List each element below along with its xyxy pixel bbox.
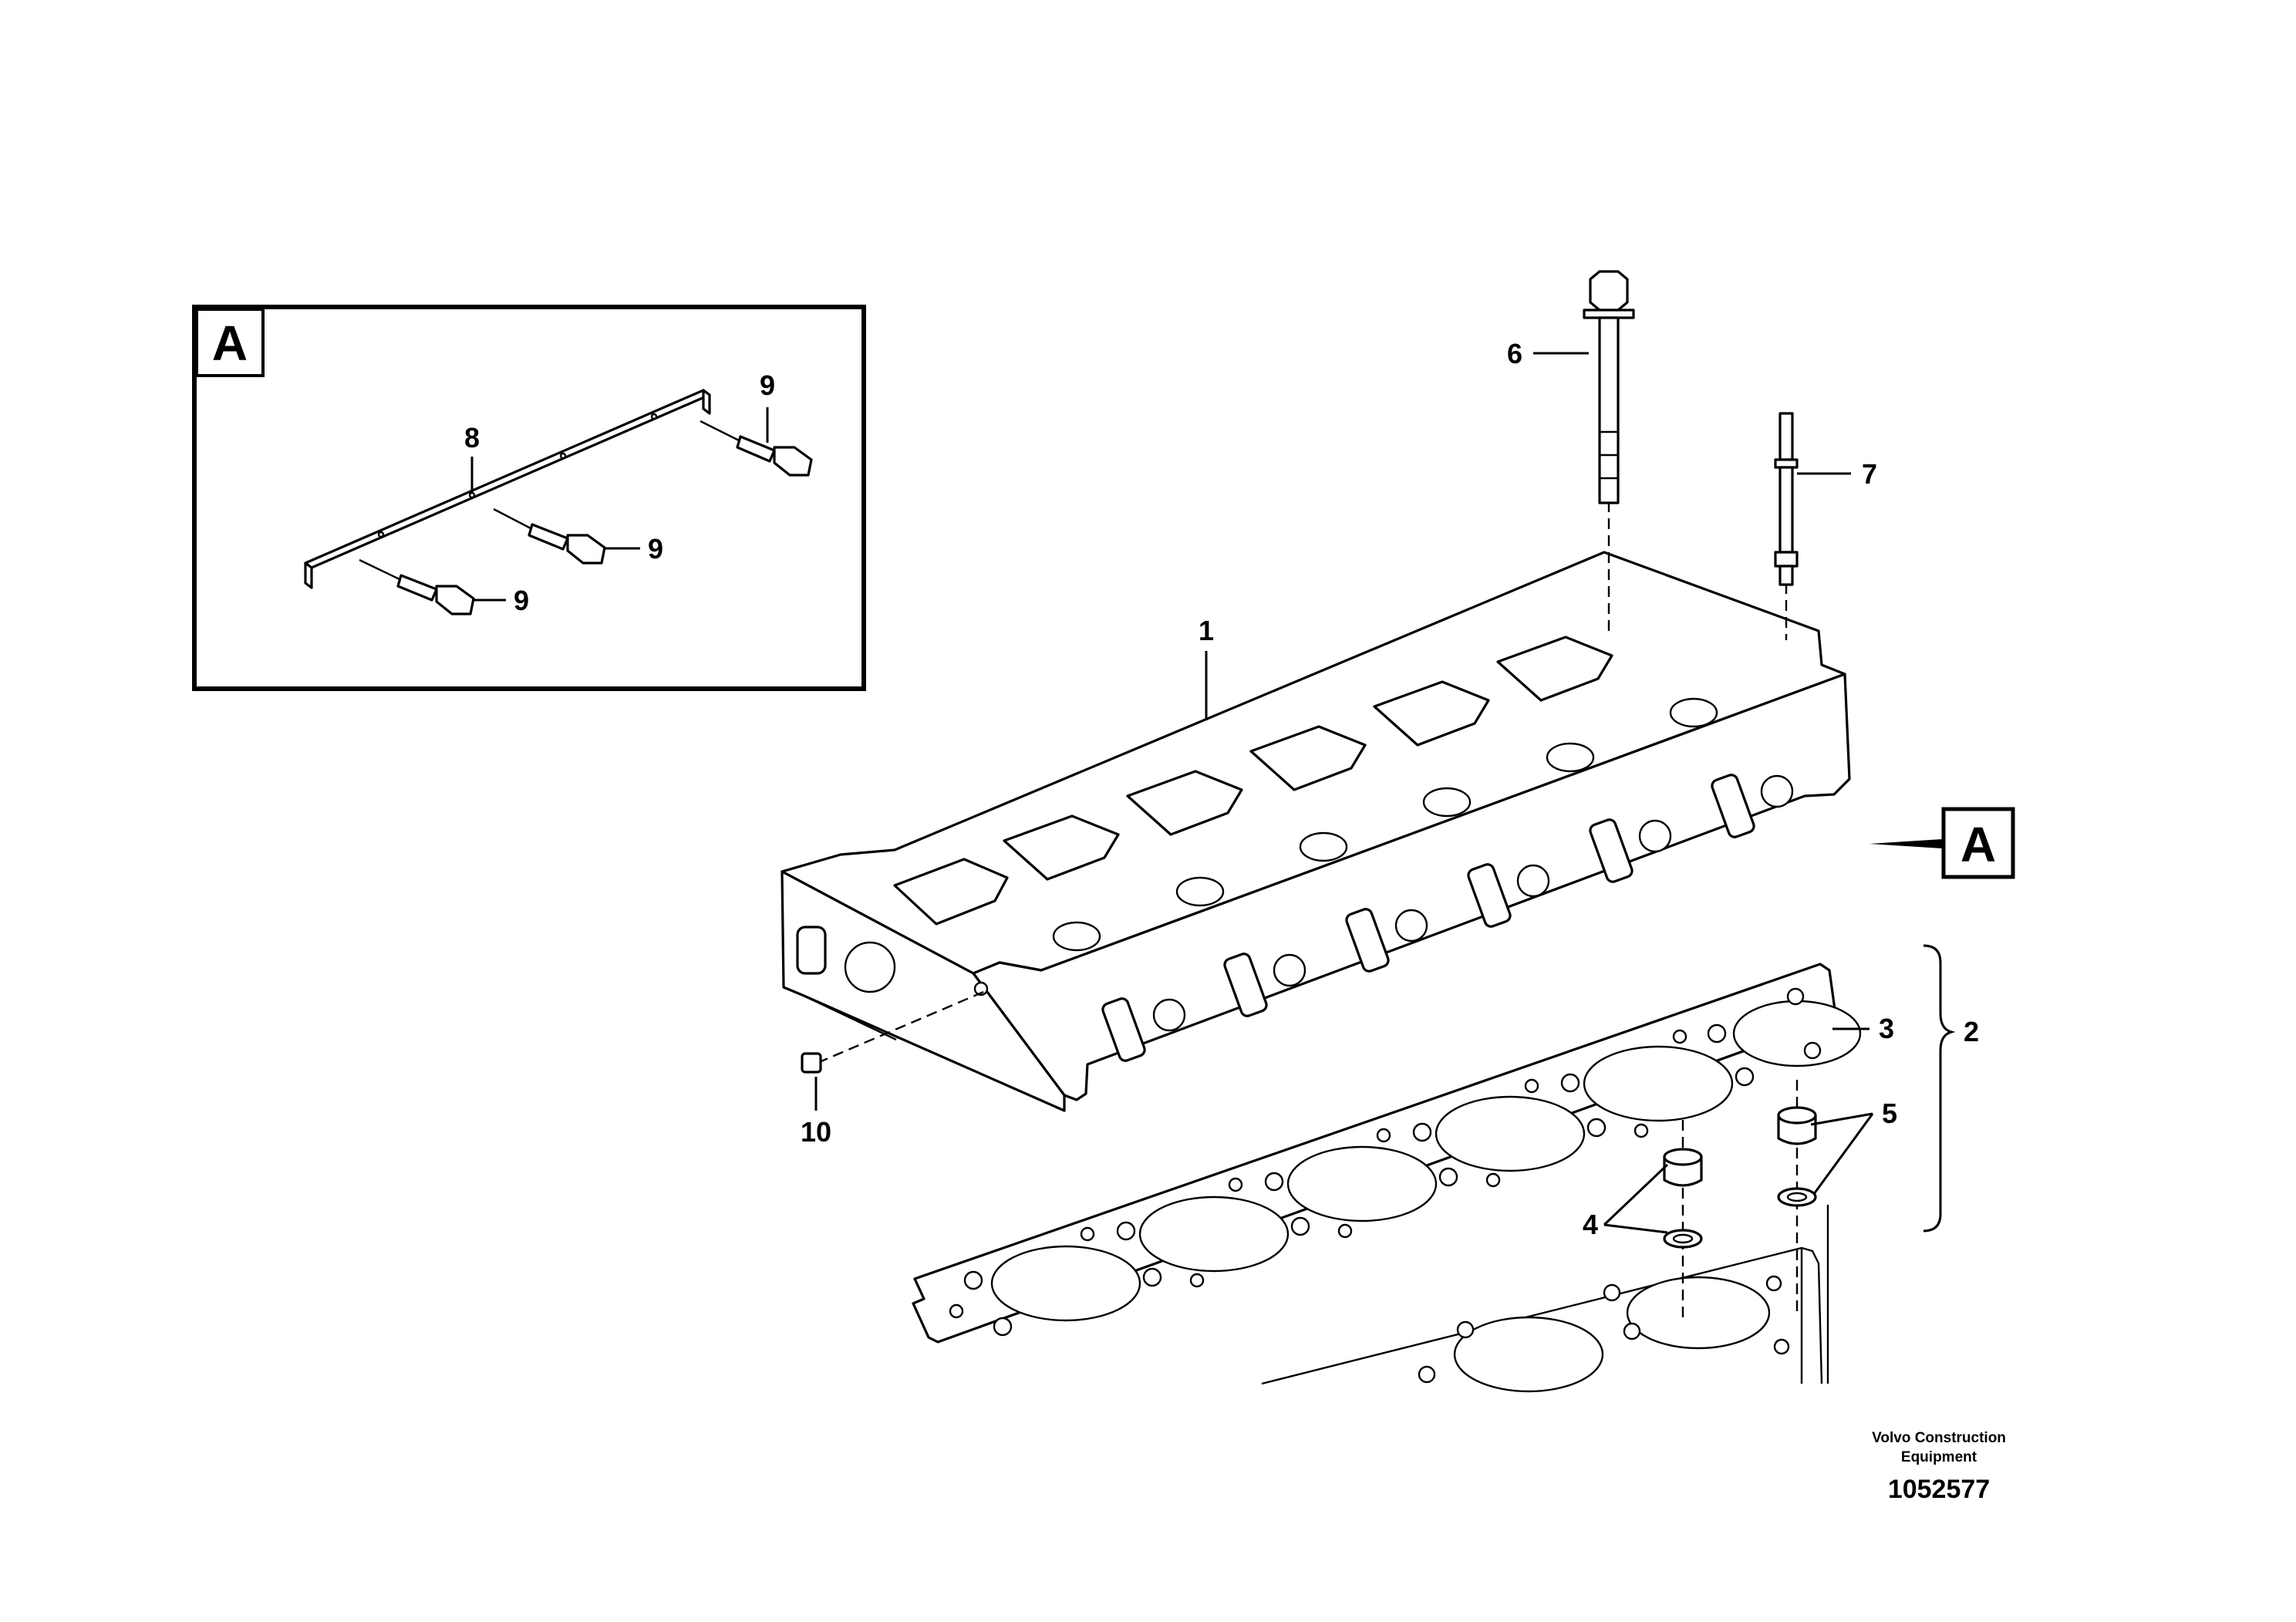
screw-part-9-bottom	[359, 558, 475, 615]
screw-part-9-middle	[493, 508, 606, 565]
stud-part-7	[1774, 412, 1799, 640]
pointer-view-letter: A	[1961, 817, 1996, 872]
head-bolt-part-6	[1583, 270, 1635, 632]
callout-leaders	[814, 352, 1956, 1234]
plug-part-10	[801, 989, 988, 1074]
callout-9-middle: 9	[648, 533, 663, 565]
callout-9-bottom: 9	[514, 585, 529, 616]
engine-block-partial	[1261, 1246, 1823, 1393]
callout-3: 3	[1879, 1013, 1894, 1044]
drawing-number: 1052577	[1888, 1475, 1990, 1504]
head-gasket-part-3	[912, 963, 1862, 1344]
screw-part-9-top	[700, 420, 813, 477]
company-name-line2: Equipment	[1901, 1449, 1977, 1465]
sleeve-part-5	[1777, 1080, 1829, 1384]
callout-9-top: 9	[760, 369, 775, 401]
callout-5: 5	[1882, 1098, 1897, 1129]
sleeve-part-4	[1663, 1120, 1703, 1319]
gasket-bolt-holes	[949, 987, 1822, 1337]
inset-view-letter: A	[212, 315, 248, 371]
cylinder-head-part-1	[781, 551, 1851, 1112]
footer-block: Volvo Construction Equipment 1052577	[1872, 1430, 2006, 1504]
view-a-pointer: A	[1870, 807, 2015, 879]
cylinder-head-ports	[1101, 774, 1794, 1062]
callout-4: 4	[1583, 1209, 1598, 1240]
callout-10: 10	[801, 1116, 831, 1148]
callout-1: 1	[1199, 615, 1214, 646]
callout-7: 7	[1862, 458, 1877, 490]
strip-part-8	[304, 389, 711, 589]
company-name-line1: Volvo Construction	[1872, 1430, 2006, 1446]
callout-6: 6	[1507, 338, 1522, 369]
callout-8: 8	[464, 422, 480, 454]
detail-view-a-inset: A 8	[192, 305, 866, 691]
callout-2: 2	[1964, 1016, 1979, 1047]
